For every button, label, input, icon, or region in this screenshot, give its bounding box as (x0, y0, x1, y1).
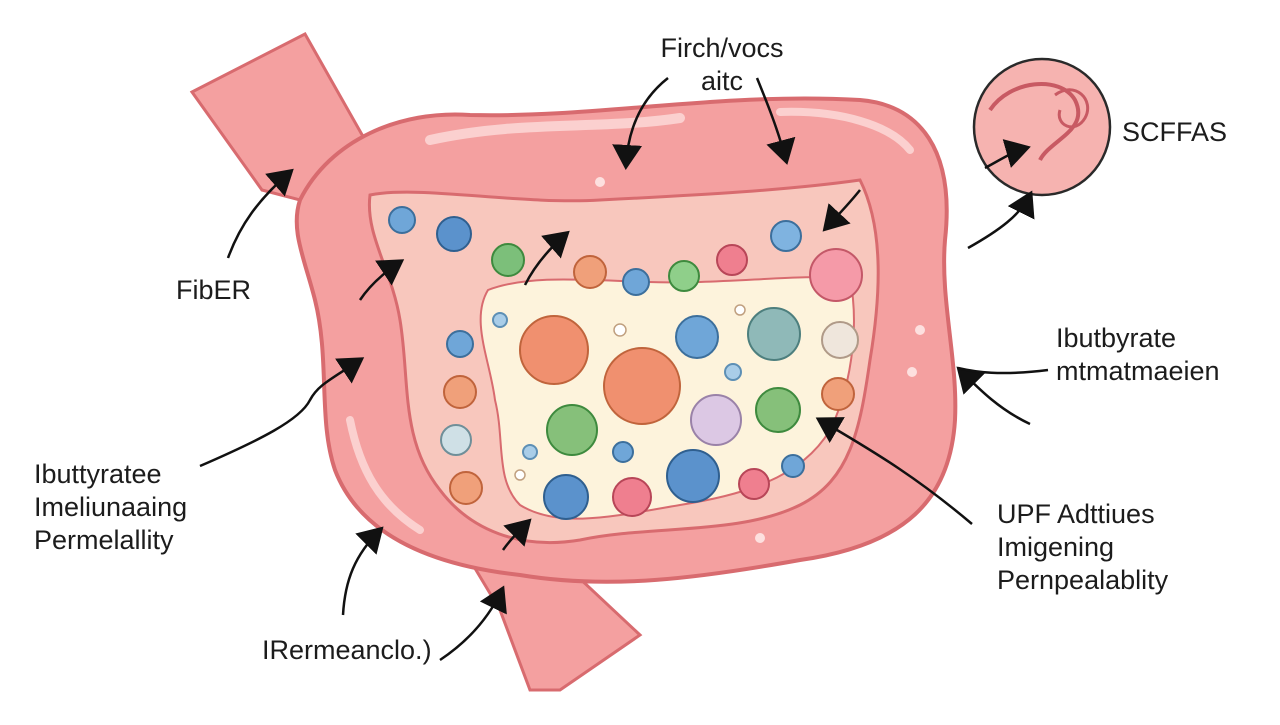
label-left-line-2: Imeliunaaing (34, 492, 188, 522)
arrow-inner-3 (501, 518, 532, 551)
arrow-bottom-right (439, 585, 507, 662)
label-inflammation-line-1: Ibutbyrate (1056, 323, 1177, 353)
label-bottom: IRermeanclo.) (262, 635, 432, 665)
lumen-microbes (492, 304, 801, 520)
label-top: Firch/vocs aitc (622, 32, 822, 98)
mucosa-cells (388, 206, 863, 505)
arrow-scfas-in (984, 139, 1031, 170)
arrow-inner-2 (523, 230, 570, 286)
scfas-inset (972, 57, 1112, 197)
label-inflammation-line-2: mtmatmaeien (1056, 356, 1220, 386)
label-left-line-3: Permelallity (34, 525, 174, 555)
wall-dot (755, 533, 765, 543)
arrow-inner-4 (822, 189, 861, 232)
arrow-left (199, 357, 365, 468)
wall-dot (595, 177, 605, 187)
label-fiber: FibER (176, 275, 252, 305)
label-upf-line-1: UPF Adttiues (997, 499, 1155, 529)
arrow-bottom (341, 526, 384, 616)
label-upf-line-2: Imigening (997, 532, 1115, 562)
wall-highlight (776, 107, 914, 154)
label-inflammation: Ibutbyrate mtmatmaeien (1056, 322, 1220, 388)
arrow-scfas-out (967, 190, 1035, 250)
arrow-top-right (755, 77, 796, 165)
label-top-line-2: aitc (700, 66, 744, 96)
label-left: Ibuttyratee Imeliunaaing Permelallity (34, 458, 187, 557)
wall-highlight (346, 416, 424, 534)
label-upf: UPF Adttiues Imigening Pernpealablity (997, 498, 1168, 597)
arrow-inflammation (956, 366, 1031, 426)
label-left-line-1: Ibuttyratee (34, 459, 162, 489)
arrow-inflammation-tail (957, 366, 1049, 375)
label-upf-line-3: Pernpealablity (997, 565, 1169, 595)
wall-dot (915, 325, 925, 335)
label-scfas: SCFFAS (1122, 117, 1228, 147)
arrow-inner-1 (358, 259, 405, 301)
wall-dot (907, 367, 917, 377)
wall-highlight (425, 113, 685, 145)
diagram-arrows (199, 77, 1049, 662)
label-top-line-1: Firch/vocs (660, 33, 784, 63)
arrow-fiber (226, 168, 294, 259)
arrow-top-left (612, 77, 669, 170)
arrow-upf (815, 417, 973, 525)
